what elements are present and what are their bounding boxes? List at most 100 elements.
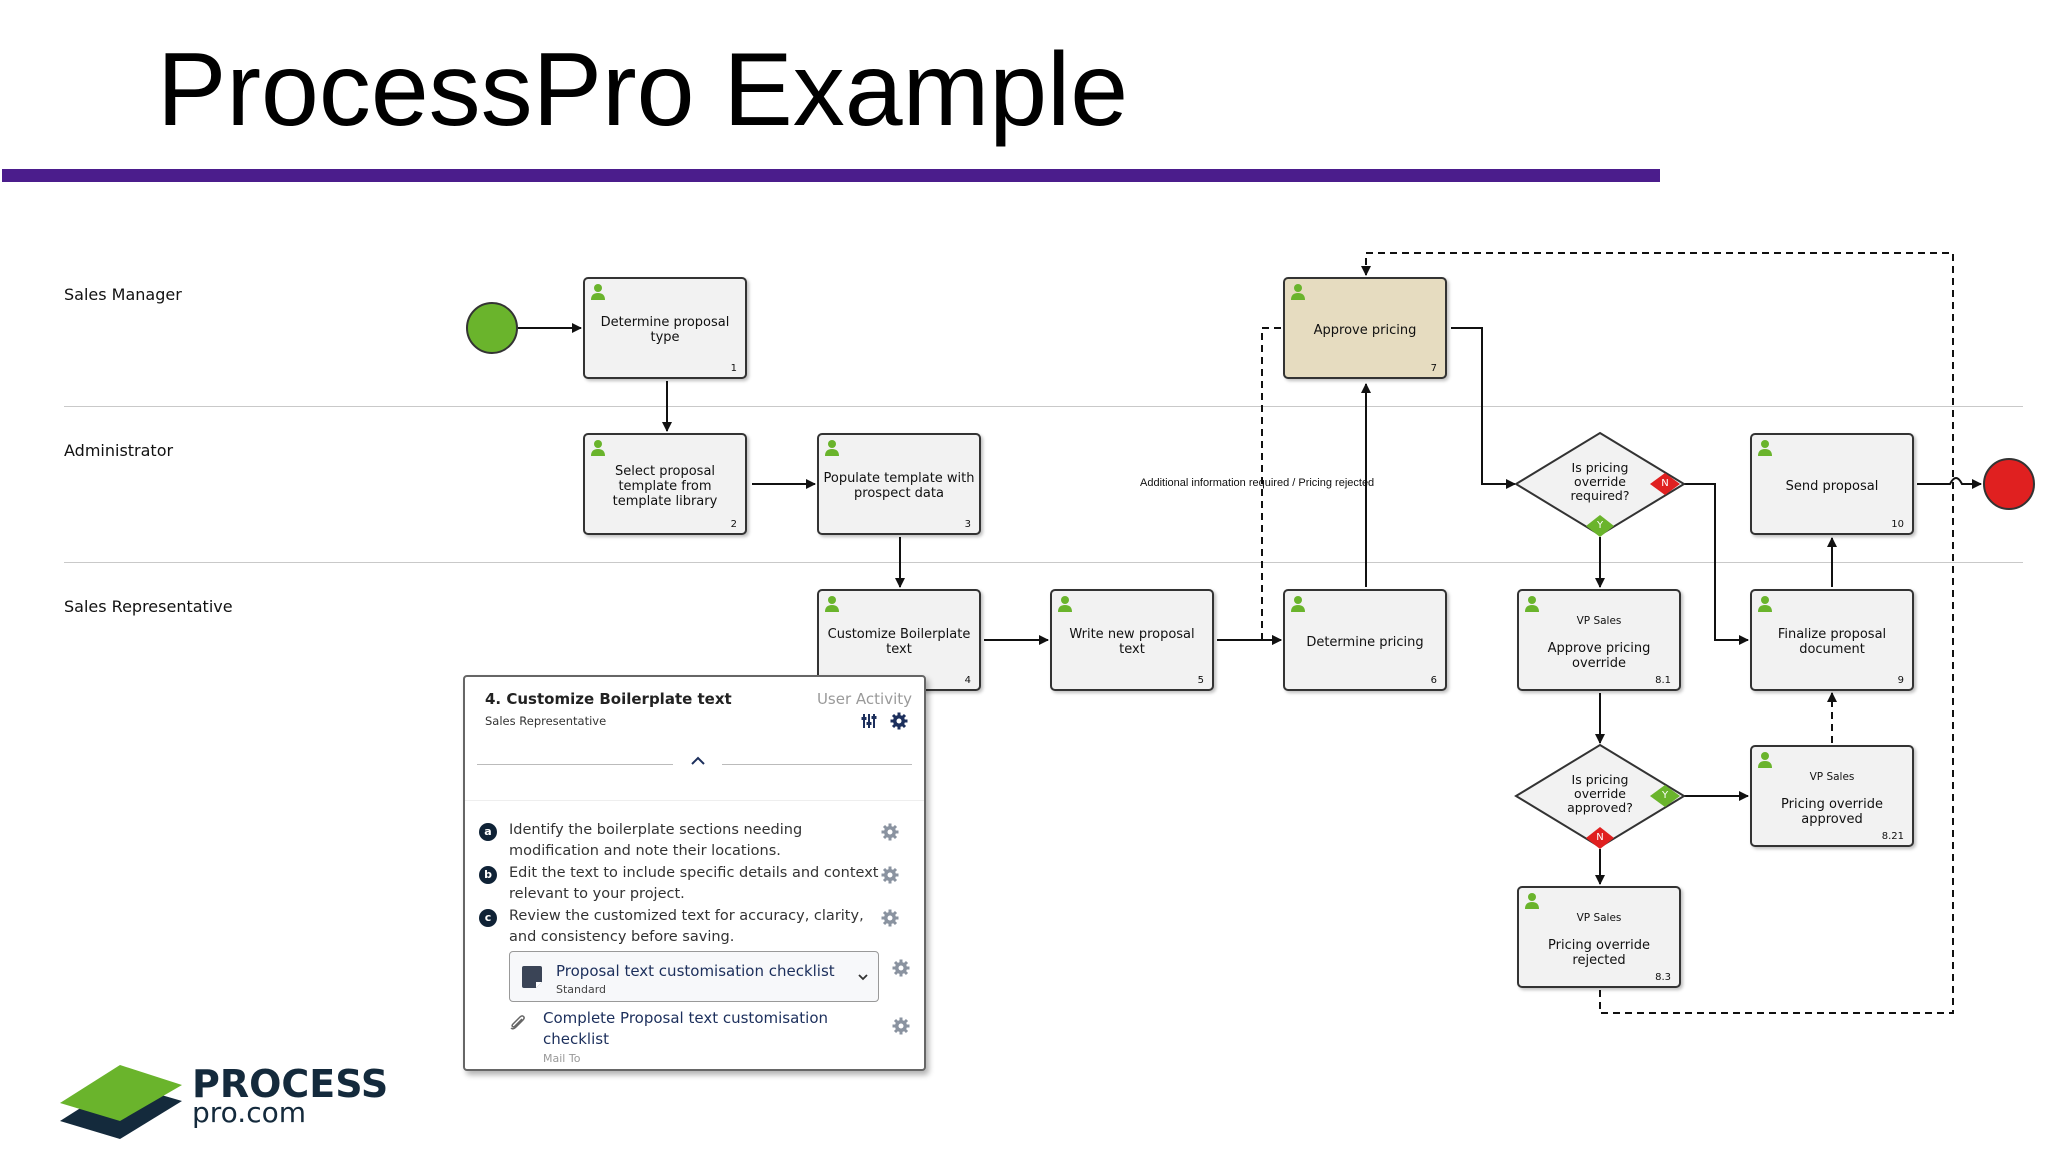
logo-domain: pro.com xyxy=(192,1096,307,1129)
step-badge: a xyxy=(479,823,497,841)
person-icon xyxy=(1291,596,1305,612)
task-label: Approve pricing xyxy=(1313,322,1417,338)
person-icon xyxy=(1758,752,1772,768)
task-approve-pricing[interactable]: Approve pricing 7 xyxy=(1283,277,1447,379)
step-badge: c xyxy=(479,909,497,927)
activity-detail-panel: 4. Customize Boilerplate text User Activ… xyxy=(463,675,926,1071)
task-number: 4 xyxy=(964,675,971,686)
panel-section-separator xyxy=(465,800,924,801)
flow-10-to-end xyxy=(1917,477,1982,489)
task-label: Pricing override rejected xyxy=(1548,937,1650,968)
person-icon xyxy=(591,284,605,300)
person-icon xyxy=(1058,596,1072,612)
lane-separator xyxy=(64,562,2023,563)
lane-label-sales-manager: Sales Manager xyxy=(64,285,182,304)
end-event[interactable] xyxy=(1983,458,2035,510)
task-label: Approve pricing override xyxy=(1547,640,1651,671)
task-populate-template[interactable]: Populate template with prospect data 3 xyxy=(817,433,981,535)
person-icon xyxy=(1758,596,1772,612)
person-icon xyxy=(591,440,605,456)
panel-divider xyxy=(477,764,673,765)
task-label: Select proposal template from template l… xyxy=(612,463,718,509)
gear-icon[interactable] xyxy=(890,712,908,730)
flow-7-back-to-6-dashed xyxy=(1261,327,1282,645)
task-role: VP Sales xyxy=(1576,911,1622,924)
document-type: Standard xyxy=(556,983,607,996)
flow-83-loop-dashed xyxy=(1361,252,1954,1014)
chevron-down-icon[interactable] xyxy=(856,970,870,984)
flow-7-to-g1 xyxy=(1451,327,1516,489)
chevron-up-icon[interactable] xyxy=(690,754,706,766)
task-role: VP Sales xyxy=(1576,614,1622,627)
panel-activity-type: User Activity xyxy=(816,690,912,708)
edge-label: Additional information required / Pricin… xyxy=(1140,477,1375,489)
panel-title: 4. Customize Boilerplate text xyxy=(485,690,732,708)
step-text: Review the customized text for accuracy,… xyxy=(509,908,864,945)
document-name: Proposal text customisation checklist xyxy=(556,962,835,980)
title-underline xyxy=(2,169,1660,182)
flow-g1-no-to-9 xyxy=(1684,483,1749,645)
step-text: Edit the text to include specific detail… xyxy=(509,865,879,902)
task-number: 8.3 xyxy=(1655,972,1671,983)
step-item: b Edit the text to include specific deta… xyxy=(479,863,899,907)
step-item: c Review the customized text for accurac… xyxy=(479,906,899,950)
person-icon xyxy=(825,440,839,456)
step-badge: b xyxy=(479,866,497,884)
task-determine-proposal-type[interactable]: Determine proposal type 1 xyxy=(583,277,747,379)
paperclip-icon xyxy=(510,1015,525,1030)
lane-label-administrator: Administrator xyxy=(64,441,174,460)
person-icon xyxy=(1758,440,1772,456)
task-role: VP Sales xyxy=(1809,770,1855,783)
start-event[interactable] xyxy=(466,302,518,354)
step-text: Identify the boilerplate sections needin… xyxy=(509,822,803,859)
task-number: 7 xyxy=(1430,363,1437,374)
task-number: 3 xyxy=(964,519,971,530)
task-label: Determine pricing xyxy=(1306,634,1424,650)
task-determine-pricing[interactable]: Determine pricing 6 xyxy=(1283,589,1447,691)
document-select[interactable]: Proposal text customisation checklist St… xyxy=(509,951,879,1002)
gateway-label: Is pricing override required? xyxy=(1570,460,1630,503)
task-number: 10 xyxy=(1891,519,1904,530)
gear-icon[interactable] xyxy=(881,909,899,927)
task-send-proposal[interactable]: Send proposal 10 xyxy=(1750,433,1914,535)
logo-wordmark: PROCESS xyxy=(192,1062,389,1106)
task-label: Finalize proposal document xyxy=(1777,627,1887,657)
task-number: 1 xyxy=(730,363,737,374)
panel-divider xyxy=(722,764,912,765)
mail-type: Mail To xyxy=(543,1052,581,1065)
gear-icon[interactable] xyxy=(881,866,899,884)
gear-icon[interactable] xyxy=(881,823,899,841)
task-number: 8.21 xyxy=(1881,831,1904,842)
person-icon xyxy=(825,596,839,612)
task-label: Determine proposal type xyxy=(600,315,730,345)
task-number: 6 xyxy=(1430,675,1437,686)
gateway-no-text: N xyxy=(1661,478,1669,489)
gateway-label: Is pricing override approved? xyxy=(1567,772,1633,815)
task-number: 9 xyxy=(1897,675,1904,686)
task-select-proposal-template[interactable]: Select proposal template from template l… xyxy=(583,433,747,535)
panel-role: Sales Representative xyxy=(485,714,607,728)
task-finalize-proposal-document[interactable]: Finalize proposal document 9 xyxy=(1750,589,1914,691)
task-label: Populate template with prospect data xyxy=(823,471,975,501)
step-item: a Identify the boilerplate sections need… xyxy=(479,820,899,864)
person-icon xyxy=(1525,596,1539,612)
page-title: ProcessPro Example xyxy=(157,32,1129,148)
gateway-yes-text: Y xyxy=(1661,790,1669,801)
settings-sliders-icon[interactable] xyxy=(860,712,878,730)
task-write-new-proposal-text[interactable]: Write new proposal text 5 xyxy=(1050,589,1214,691)
task-number: 5 xyxy=(1197,675,1204,686)
task-number: 2 xyxy=(730,519,737,530)
gear-icon[interactable] xyxy=(892,1017,910,1035)
task-number: 8.1 xyxy=(1655,675,1671,686)
mail-task-link[interactable]: Complete Proposal text customisation che… xyxy=(543,1009,829,1048)
gateway-yes-text: Y xyxy=(1596,520,1604,531)
lane-label-sales-representative: Sales Representative xyxy=(64,597,233,616)
task-label: Pricing override approved xyxy=(1781,796,1883,827)
task-label: Send proposal xyxy=(1785,478,1879,494)
gear-icon[interactable] xyxy=(892,959,910,977)
gateway-no-text: N xyxy=(1596,832,1604,843)
